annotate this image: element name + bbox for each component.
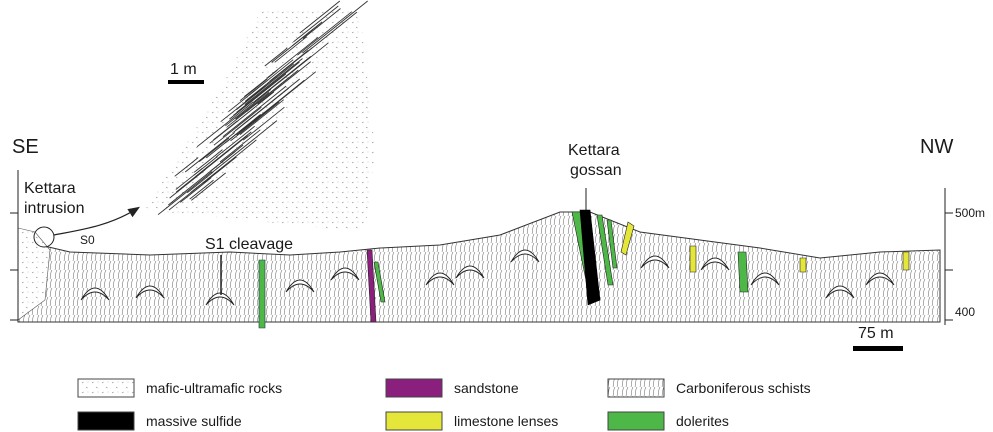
section-body (18, 210, 940, 328)
intrusion-label-line1: Kettara (24, 181, 76, 197)
limestone-lens (800, 258, 806, 272)
dolerite-dyke (259, 260, 265, 328)
inset-scale-label: 1 m (170, 62, 197, 78)
inset-scale-bar (168, 80, 204, 84)
dolerite-dyke (738, 252, 748, 292)
elevation-tick-500: 500m (955, 207, 985, 219)
bedding-label: S0 (80, 234, 95, 246)
legend-schists-label: Carboniferous schists (676, 381, 811, 395)
legend-sandstone-label: sandstone (454, 381, 519, 395)
legend-limestone-label: limestone lenses (454, 414, 558, 428)
limestone-lens (903, 252, 909, 270)
inset-sketch (145, 1, 375, 232)
se-label: SE (12, 137, 39, 157)
gossan-label-line2: gossan (570, 163, 622, 179)
limestone-lens (690, 246, 696, 272)
intrusion-label-line2: intrusion (24, 201, 84, 217)
cleavage-label: S1 cleavage (205, 237, 293, 253)
legend-dolerites-label: dolerites (676, 414, 729, 428)
legend-mafic-label: mafic-ultramafic rocks (146, 381, 282, 395)
gossan-label-line1: Kettara (568, 143, 620, 159)
elevation-tick-400: 400 (955, 306, 975, 318)
scale-bar (853, 346, 903, 351)
nw-label: NW (920, 137, 953, 157)
scale-bar-label: 75 m (858, 326, 894, 342)
legend-sulfide-label: massive sulfide (146, 414, 242, 428)
